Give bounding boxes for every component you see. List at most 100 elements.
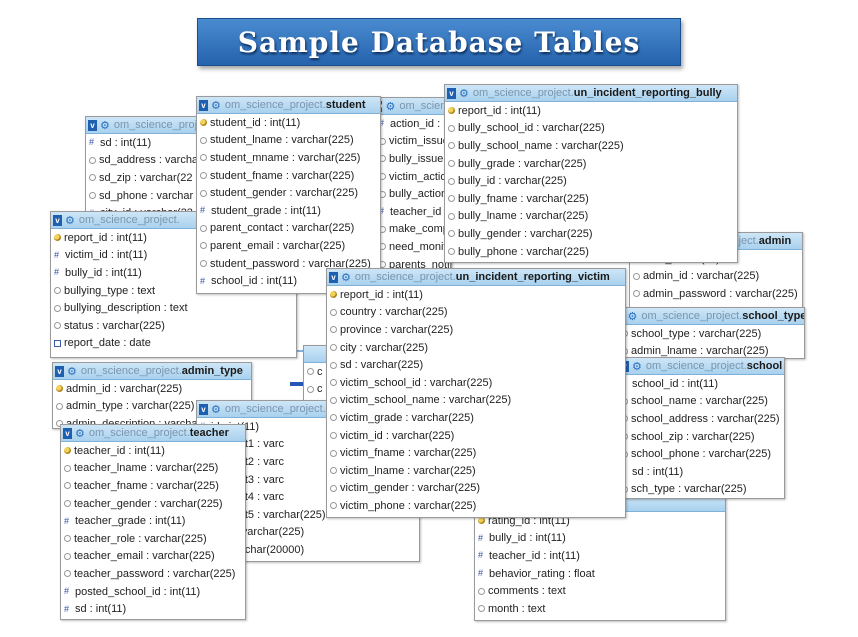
column-row[interactable]: school_type : varchar(225) <box>618 325 804 343</box>
table-action_table[interactable]: v⚙om_science_project.#action_id : intvic… <box>375 97 452 274</box>
column-row[interactable]: victim_fname : varchar(225) <box>327 444 625 462</box>
column-row[interactable]: #posted_school_id : int(11) <box>61 583 245 601</box>
column-row[interactable]: victim_issue <box>376 133 451 151</box>
column-row[interactable]: month : text <box>475 600 725 618</box>
gear-icon[interactable]: ⚙ <box>459 87 469 100</box>
column-row[interactable]: student_fname : varchar(225) <box>197 167 380 185</box>
gear-icon[interactable]: ⚙ <box>341 271 351 284</box>
table-header[interactable]: v⚙om_science_project. <box>376 98 451 115</box>
column-row[interactable]: sch_type : varchar(225) <box>618 481 784 498</box>
column-row[interactable]: #school_id : int(11) <box>618 375 784 393</box>
column-row[interactable]: victim_action <box>376 168 451 186</box>
gear-icon[interactable]: ⚙ <box>67 365 77 378</box>
column-row[interactable]: #teacher_grade : int(11) <box>61 512 245 530</box>
table-header[interactable]: v⚙om_science_proje <box>86 117 206 134</box>
column-row[interactable]: victim_school_id : varchar(225) <box>327 374 625 392</box>
column-row[interactable]: city : varchar(225) <box>327 339 625 357</box>
column-row[interactable]: student_id : int(11) <box>197 114 380 132</box>
gear-icon[interactable]: ⚙ <box>627 310 638 323</box>
table-un_incident_reporting_bully[interactable]: v⚙om_science_project.un_incident_reporti… <box>444 84 738 263</box>
table-school_type[interactable]: v⚙om_science_project.school_typeschool_t… <box>617 307 805 359</box>
column-row[interactable]: c <box>304 363 344 381</box>
column-row[interactable]: victim_id : varchar(225) <box>327 427 625 445</box>
column-row[interactable]: bully_school_id : varchar(225) <box>445 120 737 138</box>
column-row[interactable]: bully_id : varchar(225) <box>445 172 737 190</box>
column-row[interactable]: school_address : varchar(225) <box>618 410 784 428</box>
column-row[interactable]: bully_lname : varchar(225) <box>445 208 737 226</box>
column-row[interactable]: report_date : date <box>51 335 296 353</box>
table-header[interactable]: v⚙om_science_project.admin_type <box>53 363 251 380</box>
column-row[interactable]: victim_school_name : varchar(225) <box>327 392 625 410</box>
column-row[interactable]: country : varchar(225) <box>327 304 625 322</box>
column-row[interactable]: bullying_type : text <box>51 282 296 300</box>
table-header[interactable]: v⚙om_science_project.teacher <box>61 425 245 442</box>
column-row[interactable]: admin_password : varchar(225) <box>630 285 802 303</box>
collapse-toggle-icon[interactable]: v <box>329 271 338 283</box>
column-row[interactable]: bully_gender : varchar(225) <box>445 225 737 243</box>
collapse-toggle-icon[interactable]: v <box>88 119 97 131</box>
gear-icon[interactable]: ⚙ <box>75 427 85 440</box>
column-row[interactable]: province : varchar(225) <box>327 321 625 339</box>
table-header[interactable]: v⚙om_science_project.un_incident_reporti… <box>445 85 737 102</box>
column-row[interactable]: victim_gender : varchar(225) <box>327 480 625 498</box>
column-row[interactable]: admin_id : varchar(225) <box>53 380 251 398</box>
table-header[interactable]: v⚙om_science_project.student <box>197 97 380 114</box>
collapse-toggle-icon[interactable]: v <box>55 365 64 377</box>
gear-icon[interactable]: ⚙ <box>385 100 396 113</box>
gear-icon[interactable]: ⚙ <box>100 119 110 132</box>
column-row[interactable]: parent_email : varchar(225) <box>197 237 380 255</box>
column-row[interactable]: #action_id : int <box>376 115 451 133</box>
table-school[interactable]: v⚙om_science_project.school#school_id : … <box>617 357 785 499</box>
table-header[interactable]: v⚙om_science_project.school_type <box>618 308 804 325</box>
column-row[interactable]: teacher_id : int(11) <box>61 442 245 460</box>
column-row[interactable]: admin_id : varchar(225) <box>630 268 802 286</box>
column-row[interactable]: #sd : int(11) <box>618 463 784 481</box>
column-row[interactable]: #teacher_id : int(11) <box>475 547 725 565</box>
column-row[interactable]: school_phone : varchar(225) <box>618 445 784 463</box>
column-row[interactable]: admin_type : varchar(225) <box>53 398 251 416</box>
collapse-toggle-icon[interactable]: v <box>199 99 208 111</box>
gear-icon[interactable]: ⚙ <box>211 99 221 112</box>
column-row[interactable]: comments : text <box>475 582 725 600</box>
column-row[interactable]: report_id : int(11) <box>51 229 296 247</box>
column-row[interactable]: #behavior_rating : float <box>475 565 725 583</box>
column-row[interactable]: #bully_id : int(11) <box>51 264 296 282</box>
gear-icon[interactable]: ⚙ <box>65 214 75 227</box>
column-row[interactable]: #teacher_id : in <box>376 203 451 221</box>
column-row[interactable]: sd_zip : varchar(22 <box>86 169 206 187</box>
collapse-toggle-icon[interactable]: v <box>53 214 62 226</box>
column-row[interactable]: bullying_description : text <box>51 299 296 317</box>
column-row[interactable]: teacher_password : varchar(225) <box>61 565 245 583</box>
column-row[interactable]: make_complai <box>376 221 451 239</box>
column-row[interactable]: teacher_fname : varchar(225) <box>61 477 245 495</box>
column-row[interactable]: report_id : int(11) <box>327 286 625 304</box>
column-row[interactable]: #school_id : int(11) <box>197 272 380 290</box>
column-row[interactable]: school_zip : varchar(225) <box>618 428 784 446</box>
column-row[interactable]: bully_school_name : varchar(225) <box>445 137 737 155</box>
column-row[interactable]: student_lname : varchar(225) <box>197 132 380 150</box>
column-row[interactable]: victim_lname : varchar(225) <box>327 462 625 480</box>
column-row[interactable]: #victim_id : int(11) <box>51 247 296 265</box>
column-row[interactable]: parent_contact : varchar(225) <box>197 220 380 238</box>
gear-icon[interactable]: ⚙ <box>211 403 221 416</box>
column-row[interactable]: school_name : varchar(225) <box>618 393 784 411</box>
collapse-toggle-icon[interactable]: v <box>199 403 208 415</box>
column-row[interactable]: victim_grade : varchar(225) <box>327 409 625 427</box>
column-row[interactable]: bully_grade : varchar(225) <box>445 155 737 173</box>
column-row[interactable]: admin_description : varchar <box>53 415 251 428</box>
table-un_incident_reporting_victim[interactable]: v⚙om_science_project.un_incident_reporti… <box>326 268 626 518</box>
table-header[interactable]: v⚙om_science_project.school <box>618 358 784 375</box>
column-row[interactable]: sd_phone : varchar <box>86 187 206 205</box>
column-row[interactable]: bully_issue : <box>376 150 451 168</box>
table-header[interactable]: v⚙om_science_project.un_incident_reporti… <box>327 269 625 286</box>
column-row[interactable]: report_id : int(11) <box>445 102 737 120</box>
column-row[interactable]: teacher_gender : varchar(225) <box>61 495 245 513</box>
column-row[interactable]: teacher_role : varchar(225) <box>61 530 245 548</box>
column-row[interactable]: #sd : int(11) <box>86 134 206 152</box>
column-row[interactable]: #bully_id : int(11) <box>475 530 725 548</box>
column-row[interactable]: bully_action : <box>376 185 451 203</box>
column-row[interactable]: sd : varchar(225) <box>327 356 625 374</box>
collapse-toggle-icon[interactable]: v <box>447 87 456 99</box>
column-row[interactable]: victim_phone : varchar(225) <box>327 497 625 515</box>
